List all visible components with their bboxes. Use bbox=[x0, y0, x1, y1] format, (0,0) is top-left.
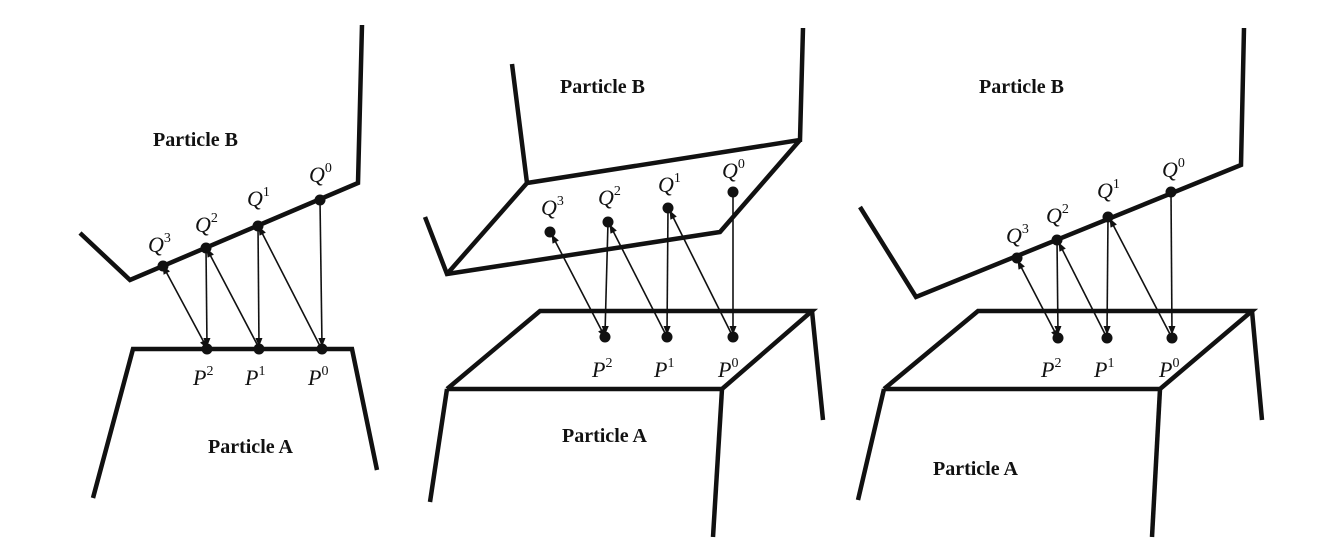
vector-p2-q3 bbox=[551, 234, 606, 338]
point-q3 bbox=[157, 260, 169, 272]
point-q0 bbox=[1165, 186, 1177, 198]
label-q0: Q0 bbox=[1162, 156, 1185, 182]
vector-p1-q2 bbox=[609, 224, 668, 338]
particle-b-label: Particle B bbox=[979, 76, 1064, 98]
point-p0 bbox=[1166, 332, 1178, 344]
particle-a-top-face bbox=[445, 308, 819, 392]
label-p2: P2 bbox=[591, 356, 612, 382]
particle-a-top-face bbox=[882, 308, 1259, 392]
label-q0: Q0 bbox=[309, 161, 332, 187]
point-q2 bbox=[1051, 234, 1063, 246]
label-q2: Q2 bbox=[1046, 202, 1069, 228]
point-q1 bbox=[252, 220, 264, 232]
point-p2 bbox=[201, 343, 213, 355]
particle-a-front-edge bbox=[1149, 388, 1163, 538]
vector-q1-p1 bbox=[1103, 216, 1111, 335]
vector-p1-q2 bbox=[206, 248, 260, 349]
particle-a-label: Particle A bbox=[208, 436, 294, 458]
particle-a-right-edge bbox=[1249, 310, 1265, 421]
vector-p0-q1 bbox=[669, 210, 734, 338]
vector-p1-q2 bbox=[1058, 242, 1108, 339]
point-p1 bbox=[253, 343, 265, 355]
point-p2 bbox=[1052, 332, 1064, 344]
label-p1: P1 bbox=[653, 356, 674, 382]
particle-a-front-edge bbox=[710, 388, 725, 538]
particle-b-outline bbox=[858, 27, 1247, 300]
label-q1: Q1 bbox=[247, 185, 270, 211]
vector-p2-q3 bbox=[162, 265, 208, 349]
vector-p0-q1 bbox=[258, 226, 322, 349]
label-p0: P0 bbox=[1158, 356, 1179, 382]
label-q3: Q3 bbox=[541, 194, 564, 220]
particle-b-label: Particle B bbox=[560, 76, 645, 98]
particle-a-left-edge bbox=[855, 388, 887, 501]
label-q2: Q2 bbox=[598, 184, 621, 210]
label-p0: P0 bbox=[307, 364, 328, 390]
vector-p2-q3 bbox=[1017, 260, 1059, 339]
particle-b-upper-outline bbox=[509, 27, 806, 186]
point-q0 bbox=[727, 186, 739, 198]
particle-a-label: Particle A bbox=[562, 425, 648, 447]
vector-q1-p1 bbox=[255, 225, 263, 347]
label-q1: Q1 bbox=[658, 171, 681, 197]
vector-q2-p2 bbox=[203, 247, 211, 347]
particle-b-edge bbox=[445, 181, 529, 276]
label-p2: P2 bbox=[1040, 356, 1061, 382]
point-q1 bbox=[662, 202, 674, 214]
particle-a-left-edge bbox=[427, 388, 450, 503]
point-q3 bbox=[1011, 252, 1023, 264]
label-p2: P2 bbox=[192, 364, 213, 390]
point-q3 bbox=[544, 226, 556, 238]
point-p2 bbox=[599, 331, 611, 343]
point-p1 bbox=[1101, 332, 1113, 344]
panel-middle: Particle B Particle A Q3 Q2 Q1 Q0 P2 P1 … bbox=[422, 27, 826, 538]
particle-a-outline bbox=[90, 346, 380, 499]
particle-b-outline bbox=[78, 24, 365, 283]
panel-left: Particle B Particle A Q3 Q2 Q1 Q0 P2 P1 … bbox=[78, 24, 380, 499]
vector-q1-p1 bbox=[663, 207, 671, 335]
point-q0 bbox=[314, 194, 326, 206]
label-q2: Q2 bbox=[195, 211, 218, 237]
panel-right: Particle B Particle A Q3 Q2 Q1 Q0 P2 P1 … bbox=[855, 27, 1265, 538]
label-q1: Q1 bbox=[1097, 177, 1120, 203]
particle-b-label: Particle B bbox=[153, 129, 238, 151]
label-q0: Q0 bbox=[722, 157, 745, 183]
point-q2 bbox=[200, 242, 212, 254]
particle-a-label: Particle A bbox=[933, 458, 1019, 480]
vector-q2-p2 bbox=[601, 221, 609, 335]
point-q2 bbox=[602, 216, 614, 228]
point-p0 bbox=[727, 331, 739, 343]
point-q1 bbox=[1102, 211, 1114, 223]
point-p1 bbox=[661, 331, 673, 343]
label-p1: P1 bbox=[1093, 356, 1114, 382]
label-p0: P0 bbox=[717, 356, 738, 382]
label-q3: Q3 bbox=[148, 231, 171, 257]
vector-p0-q1 bbox=[1109, 218, 1173, 339]
point-p0 bbox=[316, 343, 328, 355]
vector-q0-p0 bbox=[318, 199, 326, 347]
label-p1: P1 bbox=[244, 364, 265, 390]
vector-q2-p2 bbox=[1054, 239, 1062, 335]
vector-q0-p0 bbox=[1168, 191, 1176, 335]
particle-a-right-edge bbox=[809, 310, 826, 421]
label-q3: Q3 bbox=[1006, 222, 1029, 248]
